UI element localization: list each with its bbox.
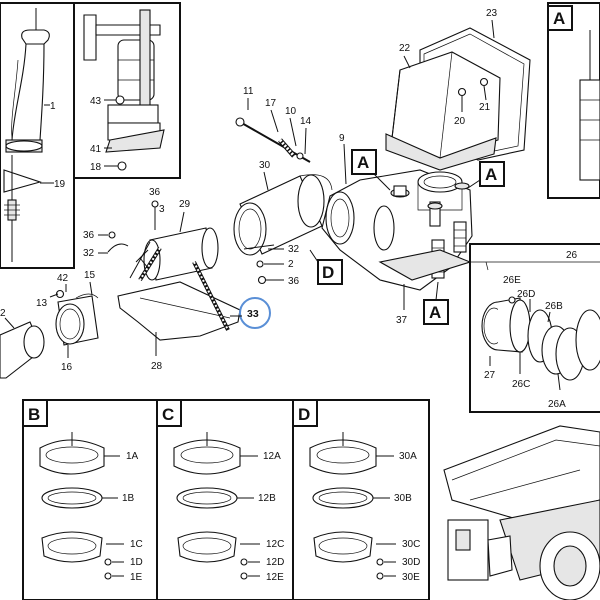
callout-17: 17 bbox=[265, 98, 277, 109]
callout-12A: 12A bbox=[263, 451, 281, 462]
callout-11: 11 bbox=[243, 86, 254, 97]
callout-12E: 12E bbox=[266, 572, 284, 583]
callout-27: 27 bbox=[484, 370, 496, 381]
bolt-set: 11 17 10 14 bbox=[235, 86, 312, 163]
callout-26C: 26C bbox=[512, 379, 530, 390]
callout-14: 14 bbox=[300, 116, 312, 127]
truck-locator bbox=[443, 425, 600, 600]
pipe-30: 30 32 2 36 bbox=[233, 160, 333, 287]
callout-30A: 30A bbox=[399, 451, 417, 462]
callout-2b: 2 bbox=[288, 259, 294, 270]
callout-26B: 26B bbox=[545, 301, 563, 312]
callout-3: 3 bbox=[159, 204, 165, 215]
callout-33: 33 bbox=[247, 308, 259, 320]
callout-10: 10 bbox=[285, 106, 297, 117]
pipe-assembly-left: 2 16 13 42 15 bbox=[0, 270, 99, 379]
callout-12D: 12D bbox=[266, 557, 284, 568]
callout-30: 30 bbox=[259, 160, 271, 171]
callout-22: 22 bbox=[399, 43, 411, 54]
marker-a-right: A bbox=[485, 165, 497, 184]
inset-exhaust-pipe: 1 19 bbox=[0, 2, 75, 269]
callout-1C: 1C bbox=[130, 539, 143, 550]
callout-42: 42 bbox=[57, 273, 69, 284]
callout-28: 28 bbox=[151, 361, 163, 372]
panel-b-label: B bbox=[28, 405, 40, 424]
callout-1E: 1E bbox=[130, 572, 143, 583]
callout-16: 16 bbox=[61, 362, 73, 373]
callout-37: 37 bbox=[396, 315, 408, 326]
callout-30C: 30C bbox=[402, 539, 420, 550]
callout-20: 20 bbox=[454, 116, 466, 127]
inset-mount-bracket: 43 41 18 bbox=[73, 2, 181, 179]
panel-c-label: C bbox=[162, 405, 174, 424]
callout-12B: 12B bbox=[258, 493, 276, 504]
support-bracket: 29 28 36 3 36 32 33 bbox=[83, 187, 271, 372]
callout-1: 1 bbox=[50, 101, 56, 112]
callout-1A: 1A bbox=[126, 451, 139, 462]
detail-panel-d: D 30A 30B 30C 30D 30E bbox=[292, 399, 430, 600]
intake-hood: 22 23 21 20 bbox=[385, 8, 531, 171]
marker-d: D bbox=[322, 263, 334, 282]
callout-15: 15 bbox=[84, 270, 96, 281]
callout-26D: 26D bbox=[517, 289, 535, 300]
callout-1B: 1B bbox=[122, 493, 135, 504]
callout-1D: 1D bbox=[130, 557, 143, 568]
callout-36a: 36 bbox=[149, 187, 161, 198]
callout-26: 26 bbox=[566, 250, 578, 261]
callout-18: 18 bbox=[90, 162, 102, 173]
callout-30E: 30E bbox=[402, 572, 420, 583]
detail-panel-c: C 12A 12B 12C 12D 12E bbox=[156, 399, 294, 600]
panel-d-label: D bbox=[298, 405, 310, 424]
callout-32a: 32 bbox=[83, 248, 95, 259]
callout-43: 43 bbox=[90, 96, 102, 107]
callout-30B: 30B bbox=[394, 493, 412, 504]
callout-26A: 26A bbox=[548, 399, 566, 410]
callout-36b: 36 bbox=[83, 230, 95, 241]
callout-9: 9 bbox=[339, 133, 345, 144]
view-markers: A A A D bbox=[309, 149, 505, 325]
callout-2a: 2 bbox=[0, 308, 6, 319]
callout-26E: 26E bbox=[503, 275, 521, 286]
callout-13: 13 bbox=[36, 298, 48, 309]
marker-a-bottom: A bbox=[429, 303, 441, 322]
detail-panel-b: B 1A 1B 1C 1D 1E bbox=[22, 399, 158, 600]
view-a-label: A bbox=[553, 9, 565, 28]
callout-29: 29 bbox=[179, 199, 191, 210]
manifold-body: 9 37 bbox=[321, 133, 473, 326]
callout-32b: 32 bbox=[288, 244, 300, 255]
callout-36c: 36 bbox=[288, 276, 300, 287]
highlight-circle-33 bbox=[239, 297, 271, 329]
marker-a-left: A bbox=[357, 153, 369, 172]
callout-41: 41 bbox=[90, 144, 102, 155]
callout-30D: 30D bbox=[402, 557, 420, 568]
callout-23: 23 bbox=[486, 8, 498, 19]
callout-12C: 12C bbox=[266, 539, 284, 550]
callout-19: 19 bbox=[54, 179, 66, 190]
detail-26: 26 26E 26D 26B 27 26C 26A bbox=[469, 243, 600, 413]
callout-21: 21 bbox=[479, 102, 491, 113]
inset-view-a: A bbox=[547, 2, 600, 199]
